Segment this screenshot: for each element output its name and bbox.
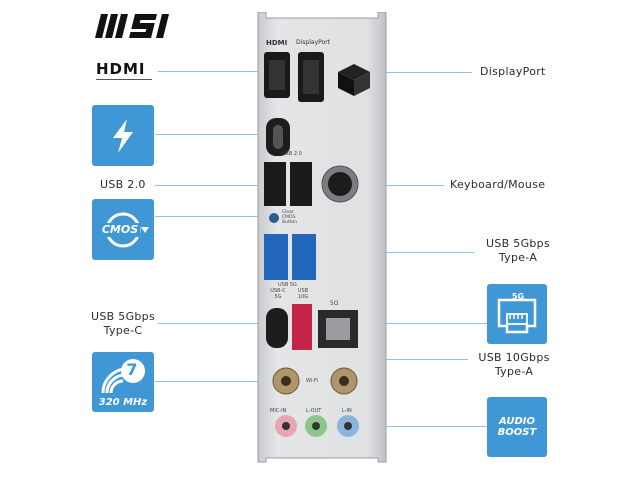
msi-logo <box>92 10 187 42</box>
leader-usb5gbps-a <box>312 252 474 253</box>
leader-thunderbolt <box>155 134 273 135</box>
audio-boost-line2: BOOST <box>497 427 537 438</box>
wifi7-number: 7 <box>126 360 138 379</box>
label-keyboard-mouse: Keyboard/Mouse <box>450 178 546 191</box>
panel-lin-text: L-IN <box>342 408 352 414</box>
panel-usb20-text: USB 2.0 <box>282 151 302 157</box>
leader-kbm <box>340 185 444 186</box>
panel-lout-text: L-OUT <box>306 408 322 414</box>
cube-icon <box>334 60 374 100</box>
cmos-text: CMOS <box>101 223 139 236</box>
panel-dp-text: DisplayPort <box>296 39 331 46</box>
label-usb20: USB 2.0 <box>100 178 146 191</box>
panel-mic-text: MIC-IN <box>270 408 287 414</box>
panel-lan-text: 5G <box>330 300 339 307</box>
wifi7-freq: 320 MHz <box>98 397 148 408</box>
leader-cmos <box>155 216 273 217</box>
panel-usb5g-text: USB 5G <box>278 282 297 288</box>
leader-usb20 <box>155 185 275 186</box>
label-displayport: DisplayPort <box>480 65 546 78</box>
audio-boost-line1: AUDIO <box>499 416 535 427</box>
leader-hdmi <box>158 71 270 72</box>
leader-lan <box>370 323 487 324</box>
hdmi-logo: HDMI <box>96 62 156 80</box>
panel-wifi-text: Wi-Fi <box>306 378 318 384</box>
label-usb5gbps-typec: USB 5Gbps Type-C <box>91 310 155 337</box>
label-usb5gbps-typea: USB 5Gbps Type-A <box>486 237 550 264</box>
leader-audio <box>352 426 487 427</box>
audio-boost-tile: AUDIO BOOST <box>487 397 547 457</box>
cmos-tile: CMOS <box>92 199 154 260</box>
label-usb10gbps-typea: USB 10Gbps Type-A <box>478 351 550 378</box>
lan-5g-badge: 5G <box>511 292 525 301</box>
thunderbolt-tile <box>92 105 154 166</box>
leader-wifi <box>155 381 277 382</box>
thunderbolt-icon <box>113 118 133 153</box>
lan-5g-tile: 5G <box>487 284 547 344</box>
wifi7-tile: 7 320 MHz <box>92 352 154 412</box>
panel-hdmi-text: HDMI <box>266 39 288 47</box>
leader-usbc <box>158 323 272 324</box>
leader-displayport <box>320 72 472 73</box>
